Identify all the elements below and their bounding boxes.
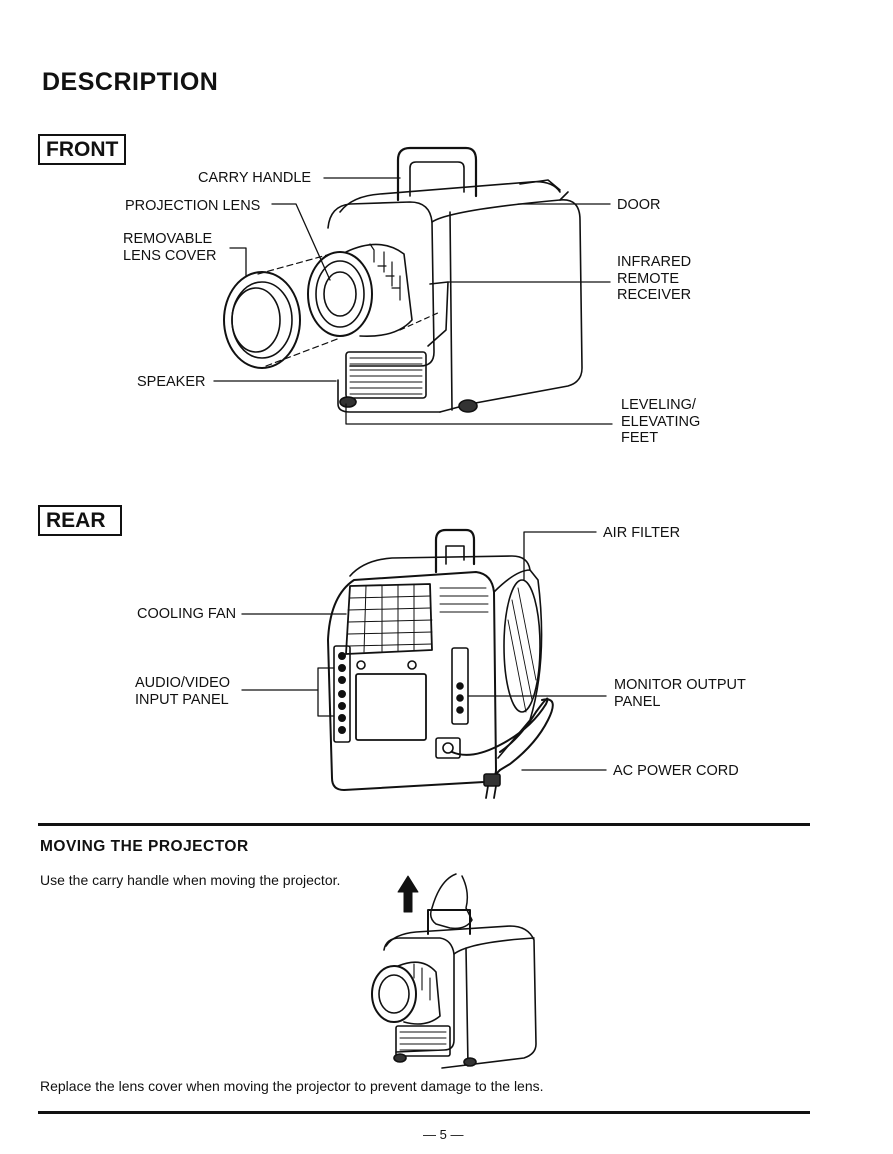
callout-projection-lens: PROJECTION LENS [125,198,261,214]
callout-leveling-feet: LEVELING/ ELEVATING FEET [621,397,701,446]
callout-removable-lens-cover: REMOVABLE LENS COVER [123,231,217,264]
callout-door: DOOR [617,197,661,213]
callout-carry-handle: CARRY HANDLE [198,170,312,186]
page-number: — 5 — [423,1127,464,1142]
moving-note: Replace the lens cover when moving the p… [40,1078,544,1094]
section-divider-bottom [38,1111,810,1114]
section-divider-top [38,823,810,826]
callout-air-filter: AIR FILTER [603,525,681,541]
callout-infrared-remote-receiver: INFRARED REMOTE RECEIVER [617,254,692,303]
callout-speaker: SPEAKER [137,374,206,390]
page-title: DESCRIPTION [42,68,219,96]
callout-monitor-output-panel: MONITOR OUTPUT PANEL [614,677,746,710]
callout-ac-power-cord: AC POWER CORD [613,763,739,779]
callout-cooling-fan: COOLING FAN [137,606,237,622]
moving-projector-illustration [371,873,537,1069]
rear-section-label: REAR [38,505,122,536]
callout-audio-video-input-panel: AUDIO/VIDEO INPUT PANEL [135,675,231,708]
moving-instruction: Use the carry handle when moving the pro… [40,872,341,888]
front-projector-illustration [213,146,613,425]
rear-projector-illustration [241,528,607,799]
moving-heading: MOVING THE PROJECTOR [40,838,249,855]
front-section-label: FRONT [38,134,127,165]
